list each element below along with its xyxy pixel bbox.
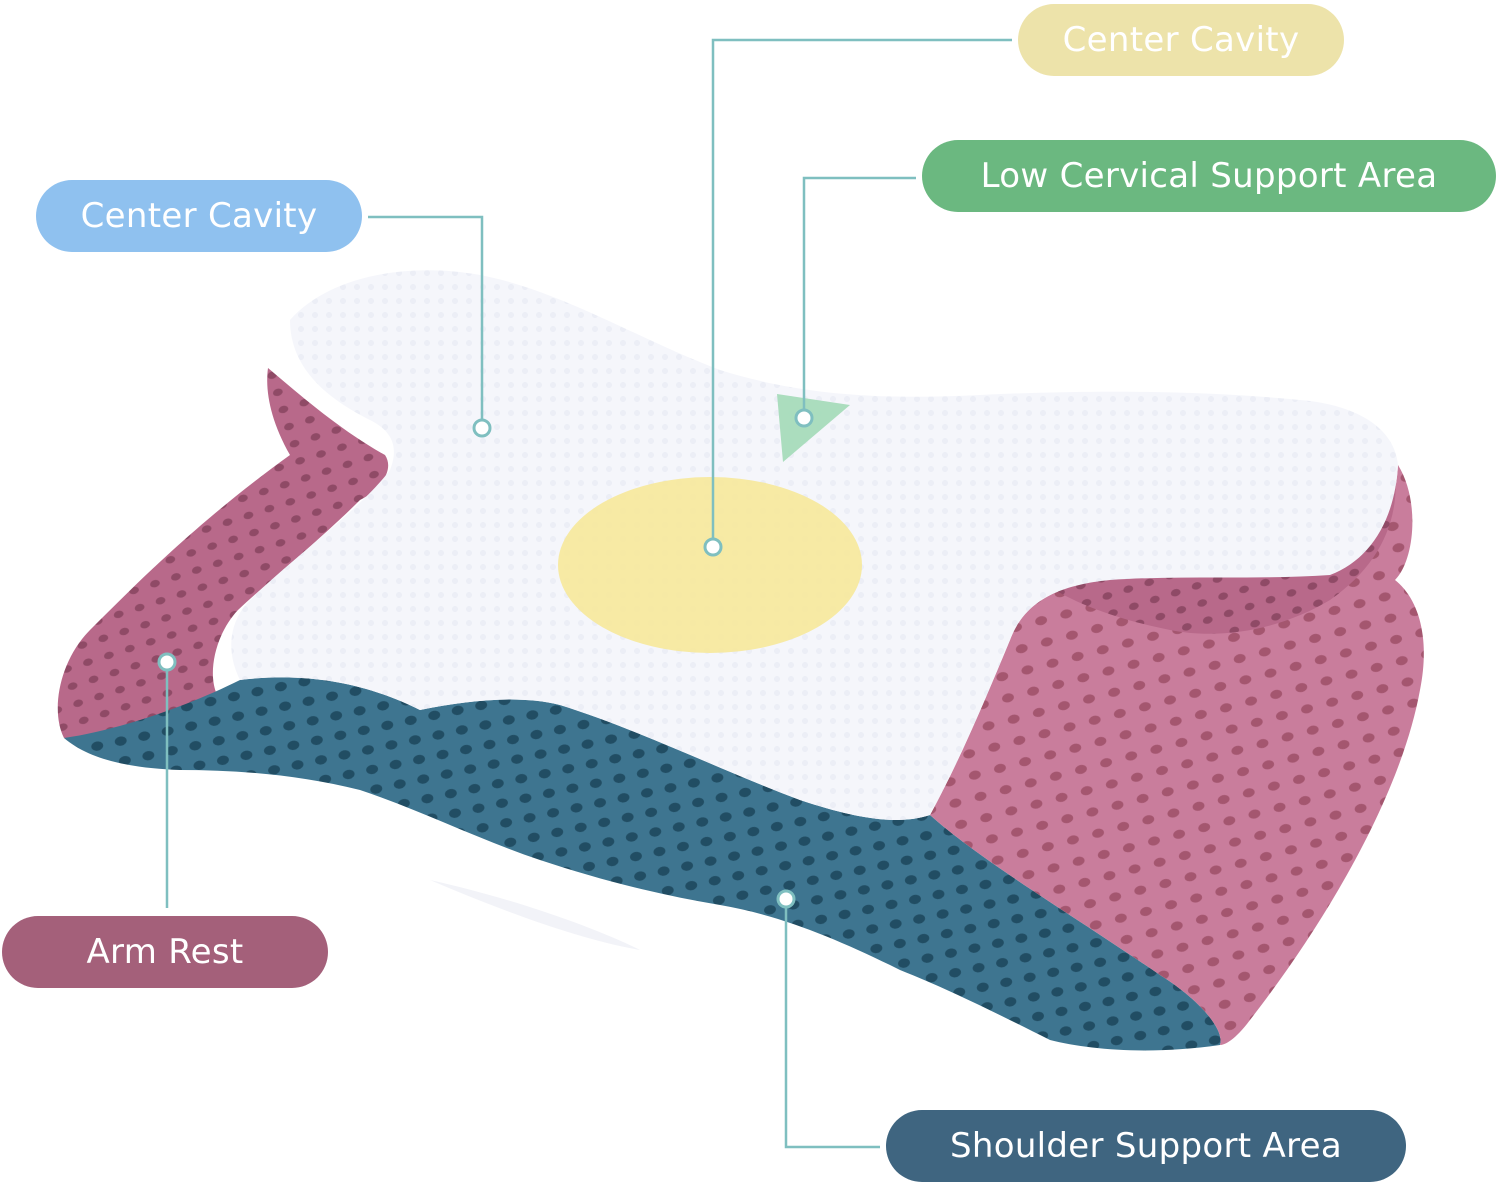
connector-left-center-cavity [368, 215, 484, 422]
label-text: Center Cavity [1062, 20, 1300, 60]
label-text: Shoulder Support Area [950, 1126, 1342, 1166]
arm-rest-mesh-left [57, 368, 389, 739]
label-low-cervical-support: Low Cervical Support Area [922, 140, 1496, 212]
dot-top-center-cavity [703, 537, 723, 557]
dot-left-center-cavity [472, 418, 492, 438]
label-arm-rest: Arm Rest [2, 916, 328, 988]
connector-top-center-cavity [711, 38, 1012, 540]
connector-low-cervical [802, 176, 916, 410]
connector-dots [157, 408, 814, 909]
dot-arm-rest [157, 652, 177, 672]
label-text: Low Cervical Support Area [980, 156, 1438, 196]
dot-shoulder [776, 889, 796, 909]
low-cervical-marker [777, 394, 850, 462]
connectors [165, 38, 1012, 1149]
label-center-cavity-top: Center Cavity [1018, 4, 1344, 76]
pillow-base [430, 880, 640, 950]
dot-low-cervical [794, 408, 814, 428]
label-text: Center Cavity [80, 196, 318, 236]
label-shoulder-support: Shoulder Support Area [886, 1110, 1406, 1182]
label-text: Arm Rest [86, 932, 244, 972]
connector-shoulder [784, 905, 880, 1149]
label-center-cavity-left: Center Cavity [36, 180, 362, 252]
shoulder-support-mesh [64, 677, 1221, 1051]
center-cavity-marker [558, 477, 862, 653]
